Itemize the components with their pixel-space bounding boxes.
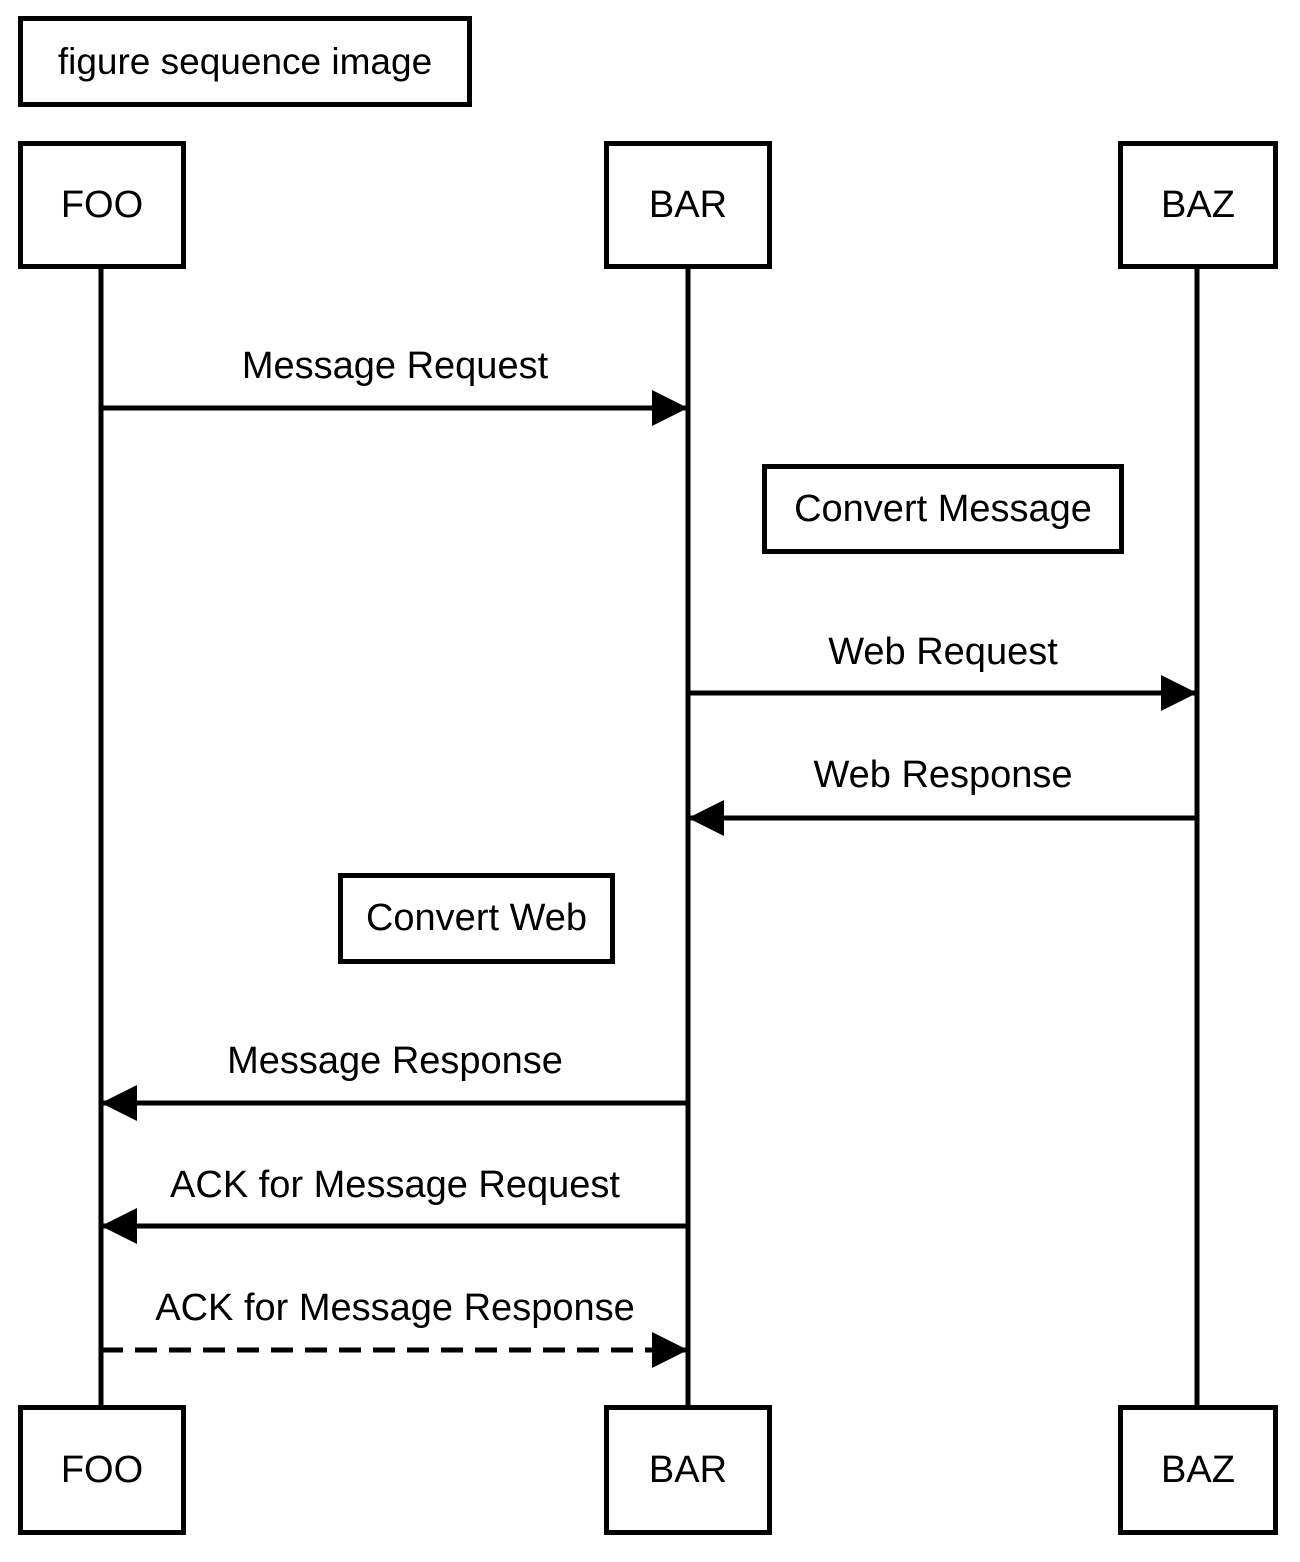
participant-baz-bottom-label: BAZ xyxy=(1161,1448,1235,1491)
participant-baz-top: BAZ xyxy=(1118,141,1278,269)
participant-foo-bottom: FOO xyxy=(18,1405,186,1535)
diagram-title-text: figure sequence image xyxy=(57,40,433,82)
participant-baz-bottom: BAZ xyxy=(1118,1405,1278,1535)
participant-bar-top: BAR xyxy=(604,141,772,269)
participant-bar-bottom: BAR xyxy=(604,1405,772,1535)
message-label-ack-message-response: ACK for Message Response xyxy=(155,1287,635,1329)
diagram-title: figure sequence image xyxy=(18,16,472,107)
message-label-message-response: Message Response xyxy=(227,1040,563,1082)
note-convert-message-text: Convert Message xyxy=(794,487,1092,530)
note-convert-web-text: Convert Web xyxy=(365,897,588,939)
participant-baz-top-label: BAZ xyxy=(1161,183,1235,226)
participant-bar-top-label: BAR xyxy=(648,183,728,226)
participant-foo-bottom-label: FOO xyxy=(60,1448,144,1491)
message-label-web-request: Web Request xyxy=(828,631,1058,673)
participant-foo-top-label: FOO xyxy=(60,183,144,226)
message-label-message-request: Message Request xyxy=(241,345,549,387)
note-convert-message: Convert Message xyxy=(762,464,1124,554)
participant-foo-top: FOO xyxy=(18,141,186,269)
note-convert-web: Convert Web xyxy=(338,873,615,964)
participant-bar-bottom-label: BAR xyxy=(648,1448,728,1491)
message-label-ack-message-request: ACK for Message Request xyxy=(170,1164,620,1206)
message-label-web-response: Web Response xyxy=(813,754,1073,796)
